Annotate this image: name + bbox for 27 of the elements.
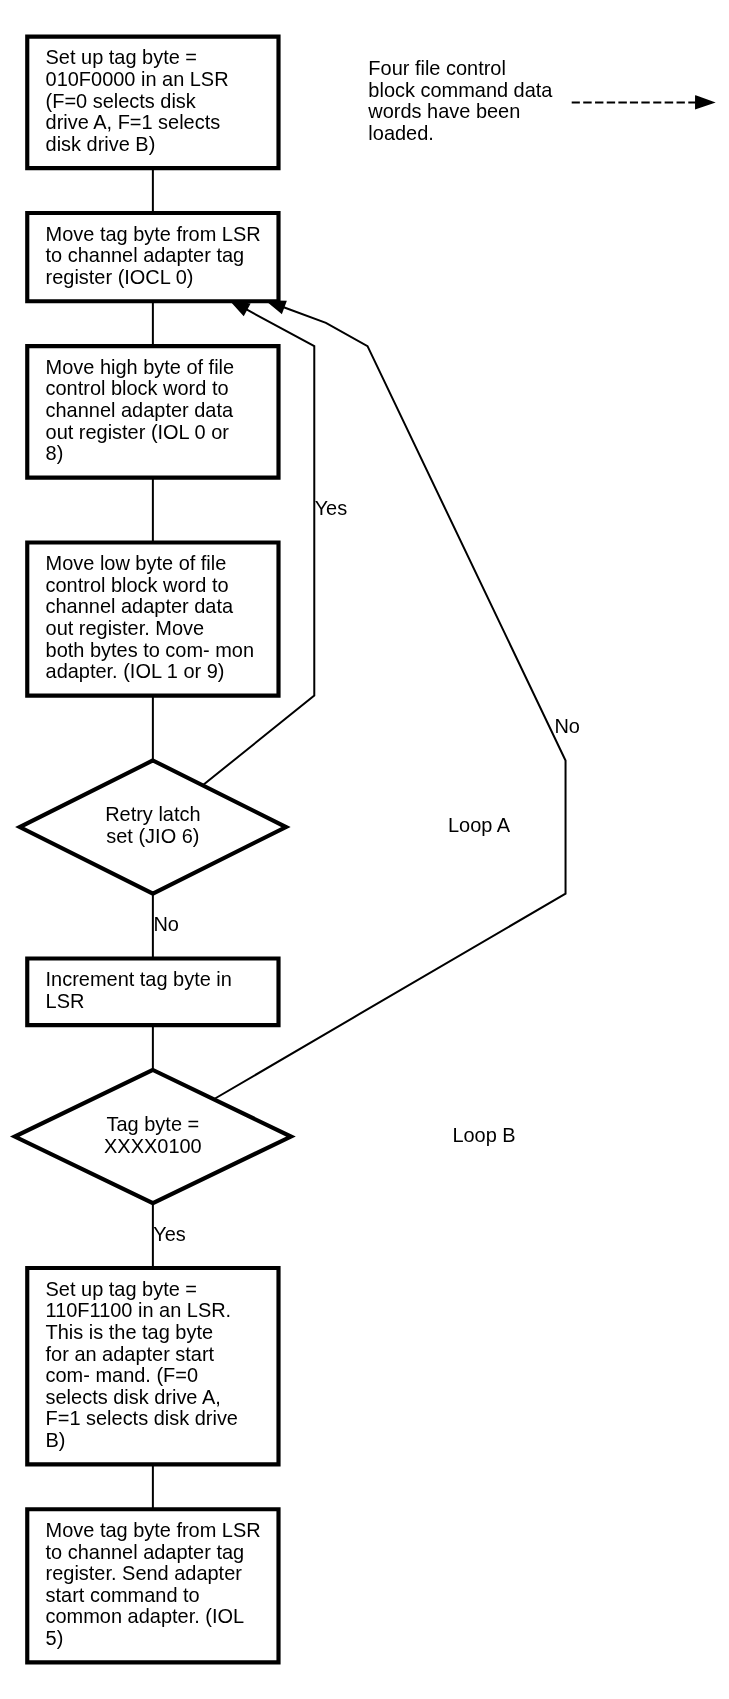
label: Loop A [447,814,511,837]
connector [151,1202,154,1269]
connector [151,694,154,762]
connector [151,300,154,347]
node-text: Four file control block command data words have been loaded. [368,57,553,144]
node-box: Move tag byte from LSR to channel adapter tag register. Send adapter start command to common adapter. (IOL 5) [25,1507,281,1665]
node-box: Increment tag byte in LSR [25,956,281,1028]
connector [151,892,154,960]
node-box: Move high byte of file control block word to channel adapter data out register (IOL 0 or 8) [25,344,281,480]
arrow [570,95,716,110]
node-diamond: Retry latch set (JIO 6) [15,758,291,896]
arrow [212,300,567,1101]
edge-label: Yes [153,1222,186,1245]
node-box: Set up tag byte = 010F0000 in an LSR (F=0 selects disk drive A, F=1 selects disk drive B) [25,34,281,171]
connector [151,1463,154,1510]
connector [151,167,154,214]
edge-label: No [554,715,580,738]
node-box: Set up tag byte = 110F1100 in an LSR. This is the tag byte for an adapter start com- mand. (F=0 selects disk drive A, F=1 selects disk drive B) [25,1265,281,1467]
edge-label: Yes [314,497,348,520]
connector [151,477,154,543]
node-box: Move tag byte from LSR to channel adapter tag register (IOCL 0) [25,210,281,304]
node-box: Move low byte of file control block word to channel adapter data out register. Move both bytes to com- mon adapter. (IOL 1 or 9) [25,540,281,698]
label: Loop B [452,1123,516,1146]
connector [151,1024,154,1071]
node-diamond: Tag byte = XXXX0100 [9,1067,296,1206]
edge-label: No [153,913,179,936]
arrow [202,300,316,786]
